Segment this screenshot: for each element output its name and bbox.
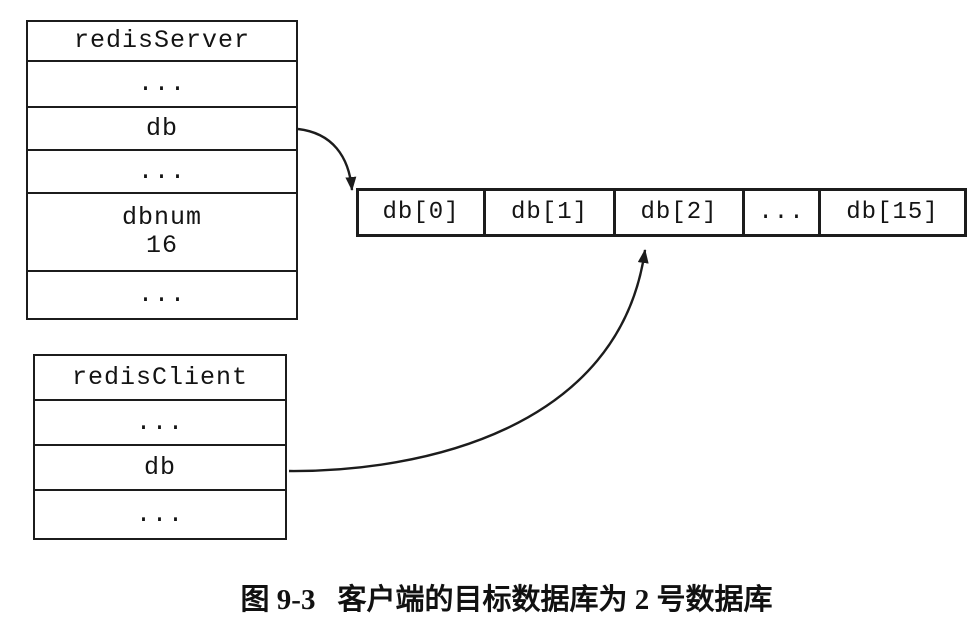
figure-caption: 图 9-3 客户端的目标数据库为 2 号数据库 bbox=[0, 576, 979, 618]
db-array-cell-2: db[2] bbox=[613, 191, 742, 234]
figure-title: 客户端的目标数据库为 2 号数据库 bbox=[337, 584, 773, 616]
arrow-client-db-to-db2 bbox=[288, 249, 649, 473]
dbnum-value: 16 bbox=[145, 231, 178, 260]
struct-row-ellipsis: ... bbox=[28, 149, 296, 192]
arrow-server-db-to-array bbox=[297, 127, 357, 191]
struct-title-row: redisClient bbox=[35, 356, 285, 399]
struct-title-row: redisServer bbox=[28, 22, 296, 60]
redis-server-struct: redisServer ... db ... dbnum 16 ... bbox=[26, 20, 298, 320]
struct-row-db: db bbox=[35, 444, 285, 489]
struct-row-ellipsis: ... bbox=[28, 270, 296, 318]
db-array: db[0] db[1] db[2] ... db[15] bbox=[356, 188, 967, 237]
db-array-cell-ellipsis: ... bbox=[742, 191, 818, 234]
struct-row-ellipsis: ... bbox=[35, 399, 285, 444]
struct-title: redisClient bbox=[71, 362, 249, 392]
db-array-cell-1: db[1] bbox=[483, 191, 613, 234]
struct-row-dbnum: dbnum 16 bbox=[28, 192, 296, 270]
redis-client-struct: redisClient ... db ... bbox=[33, 354, 287, 540]
struct-row-db: db bbox=[28, 106, 296, 149]
struct-row-ellipsis: ... bbox=[35, 489, 285, 538]
db-array-cell-0: db[0] bbox=[382, 199, 460, 226]
struct-title: redisServer bbox=[73, 26, 251, 55]
dbnum-label: dbnum bbox=[121, 203, 202, 232]
figure-number: 图 9-3 bbox=[240, 584, 316, 616]
struct-row-ellipsis: ... bbox=[28, 60, 296, 106]
db-array-cell-15: db[15] bbox=[818, 191, 964, 234]
